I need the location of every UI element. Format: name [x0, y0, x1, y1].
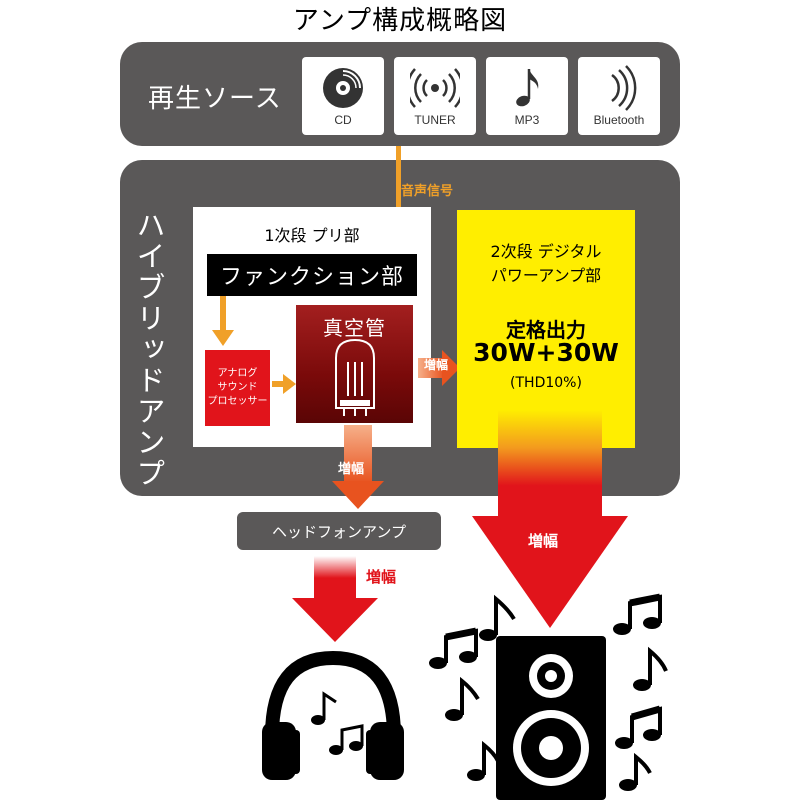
source-card-tuner: TUNER [394, 57, 476, 135]
source-label: 再生ソース [148, 84, 282, 114]
tube-to-power-arrow [418, 350, 460, 386]
headphone-amp-box: ヘッドフォンアンプ [237, 512, 441, 550]
power-title-line-1: 2次段 デジタル [490, 242, 602, 261]
analog-line-1: アナログ [217, 368, 258, 379]
tube-down-arrow [332, 425, 384, 509]
broadcast-icon [410, 68, 460, 108]
headphones-icon [262, 650, 404, 780]
rated-output-value: 30W+30W [473, 338, 619, 367]
speaker-icon [496, 636, 606, 800]
source-label-bluetooth: Bluetooth [593, 113, 645, 127]
power-title-line-2: パワーアンプ部 [490, 266, 602, 285]
analog-to-tube-arrow [272, 374, 296, 394]
source-label-cd: CD [334, 113, 352, 127]
hybrid-amp-label: ハイブリッドアンプ [132, 210, 166, 489]
signal-label: 音声信号 [401, 184, 454, 199]
source-card-mp3: MP3 [486, 57, 568, 135]
source-card-cd: CD [302, 57, 384, 135]
power-amp-title: 2次段 デジタル パワーアンプ部 [457, 240, 635, 288]
cd-icon [323, 68, 363, 108]
source-card-bluetooth: Bluetooth [578, 57, 660, 135]
amp-label-tube-down: 増幅 [338, 462, 365, 477]
power-output-arrow [472, 410, 628, 628]
rated-output-label: 定格出力 [506, 318, 586, 342]
vacuum-tube-icon [335, 338, 375, 416]
source-label-mp3: MP3 [514, 113, 540, 127]
speaker-music-notes-icon [429, 593, 668, 791]
headphone-down-arrow [292, 556, 378, 642]
bluetooth-icon [611, 65, 637, 111]
music-note-icon [516, 69, 539, 107]
pre-stage-title: 1次段 プリ部 [264, 226, 360, 245]
amp-label-tube-to-power: 増幅 [424, 358, 449, 372]
analog-line-2: サウンド [217, 382, 258, 393]
analog-line-3: プロセッサー [207, 396, 268, 407]
thd-label: (THD10%) [510, 375, 582, 391]
func-to-analog-arrow [212, 296, 234, 346]
headphone-music-notes-icon [311, 691, 364, 755]
analog-sound-processor: アナログ サウンド プロセッサー [205, 350, 270, 426]
power-amp-box [457, 210, 635, 448]
vacuum-tube-label: 真空管 [323, 316, 386, 340]
diagram-title: アンプ構成概略図 [292, 6, 508, 36]
function-section: ファンクション部 [207, 254, 417, 296]
amp-label-power-down: 増幅 [528, 532, 559, 550]
source-label-tuner: TUNER [414, 113, 456, 127]
amp-label-headphone-down: 増幅 [366, 568, 397, 586]
